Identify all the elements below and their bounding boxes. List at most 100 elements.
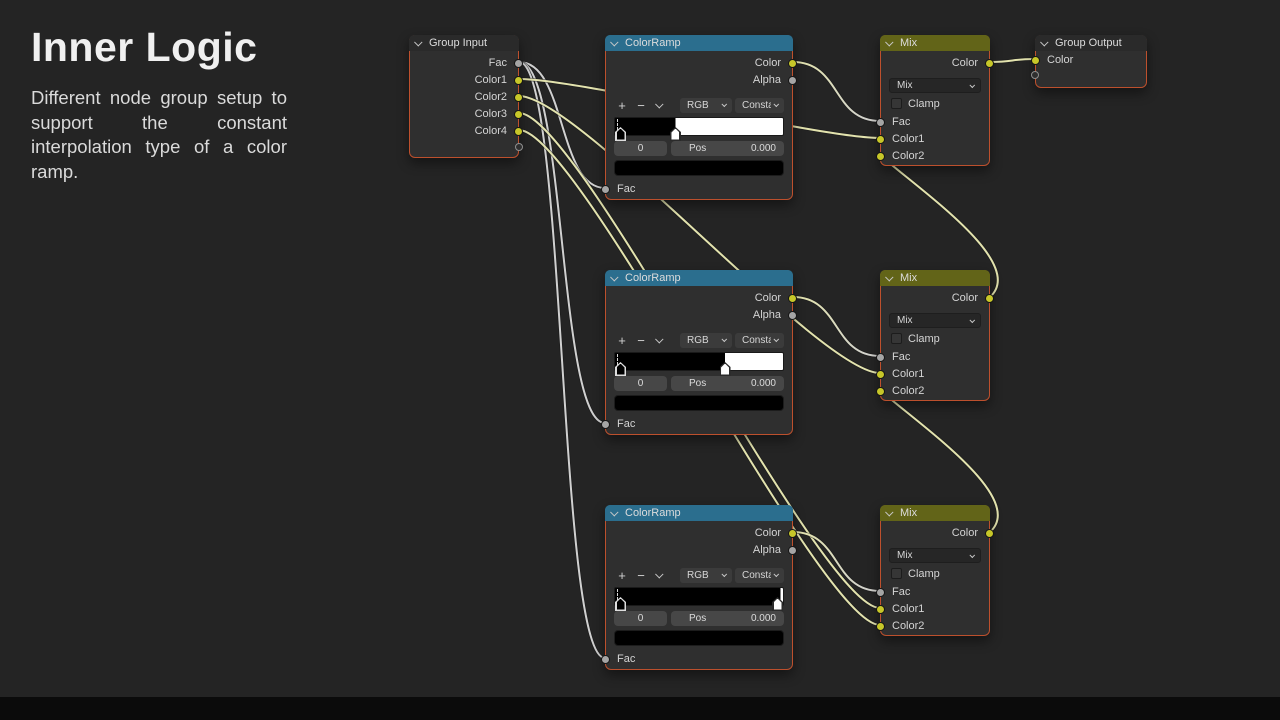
socket-output-color[interactable] [788, 58, 797, 68]
colorramp-header[interactable]: ColorRamp [605, 270, 793, 286]
blend-mode-dropdown[interactable]: Mix [889, 548, 981, 563]
output-label-alpha: Alpha [752, 544, 781, 556]
group-input-node[interactable]: Group Input Fac Color1 Color2 Color3 Col… [409, 35, 523, 158]
color-ramp-gradient[interactable] [614, 587, 784, 611]
collapse-chevron-icon[interactable] [885, 273, 894, 282]
color-mode-dropdown[interactable]: RGB [680, 332, 732, 348]
stop-index-field[interactable]: 0 [614, 376, 667, 391]
clamp-checkbox[interactable] [891, 333, 902, 344]
colorramp-header[interactable]: ColorRamp [605, 505, 793, 521]
add-stop-button[interactable]: + [618, 567, 626, 583]
mix-node-1[interactable]: Mix Color Mix Clamp Fac Color1 Color2 [876, 35, 994, 166]
socket-virtual-output[interactable] [515, 143, 523, 151]
ramp-stop-marker-1[interactable] [719, 362, 731, 376]
socket-input-color1[interactable] [876, 134, 885, 144]
socket-input-fac[interactable] [601, 654, 610, 664]
socket-output-alpha[interactable] [788, 75, 797, 85]
mix-header[interactable]: Mix [880, 35, 990, 51]
collapse-chevron-icon[interactable] [885, 38, 894, 47]
colorramp-node-3[interactable]: ColorRamp Color Alpha + − RGB Consta... … [601, 505, 797, 670]
group-input-header[interactable]: Group Input [409, 35, 519, 51]
clamp-label: Clamp [908, 567, 940, 580]
add-stop-button[interactable]: + [618, 332, 626, 348]
socket-input-color[interactable] [1031, 55, 1040, 65]
ramp-stop-marker-1[interactable] [669, 127, 681, 141]
collapse-chevron-icon[interactable] [610, 508, 619, 517]
interpolation-dropdown[interactable]: Consta... [735, 97, 784, 113]
node-title: Mix [900, 507, 918, 519]
socket-input-fac[interactable] [876, 117, 885, 127]
color-ramp-gradient[interactable] [614, 117, 784, 141]
remove-stop-button[interactable]: − [637, 97, 645, 113]
stop-index-field[interactable]: 0 [614, 141, 667, 156]
stop-position-field[interactable]: Pos 0.000 [671, 141, 784, 156]
socket-output-color4[interactable] [514, 126, 523, 136]
socket-input-fac[interactable] [601, 419, 610, 429]
socket-output-color3[interactable] [514, 109, 523, 119]
colorramp-node-1[interactable]: ColorRamp Color Alpha + − RGB Consta... … [601, 35, 797, 200]
ramp-stop-marker-1[interactable] [772, 597, 783, 611]
socket-output-color[interactable] [985, 58, 994, 68]
interpolation-dropdown[interactable]: Consta... [735, 567, 784, 583]
output-label-color: Color [754, 292, 781, 304]
socket-output-color[interactable] [788, 528, 797, 538]
ramp-tools-dropdown[interactable] [652, 97, 668, 113]
stop-index-field[interactable]: 0 [614, 611, 667, 626]
input-label-fac: Fac [617, 418, 636, 430]
ramp-tools-dropdown[interactable] [652, 332, 668, 348]
collapse-chevron-icon[interactable] [610, 38, 619, 47]
color-mode-dropdown[interactable]: RGB [680, 97, 732, 113]
socket-input-fac[interactable] [601, 184, 610, 194]
mix-header[interactable]: Mix [880, 505, 990, 521]
socket-output-fac[interactable] [514, 58, 523, 68]
input-label-color2: Color2 [892, 150, 925, 162]
colorramp-node-2[interactable]: ColorRamp Color Alpha + − RGB Consta... … [601, 270, 797, 435]
collapse-chevron-icon[interactable] [414, 38, 423, 47]
ramp-tools-dropdown[interactable] [652, 567, 668, 583]
color-mode-dropdown[interactable]: RGB [680, 567, 732, 583]
remove-stop-button[interactable]: − [637, 332, 645, 348]
mix-header[interactable]: Mix [880, 270, 990, 286]
socket-input-fac[interactable] [876, 352, 885, 362]
ramp-stop-marker-0[interactable] [615, 362, 626, 376]
socket-input-color2[interactable] [876, 621, 885, 631]
socket-output-alpha[interactable] [788, 310, 797, 320]
socket-output-alpha[interactable] [788, 545, 797, 555]
socket-input-color1[interactable] [876, 604, 885, 614]
socket-input-color1[interactable] [876, 369, 885, 379]
socket-virtual-input[interactable] [1031, 71, 1039, 79]
socket-input-color2[interactable] [876, 386, 885, 396]
interpolation-dropdown[interactable]: Consta... [735, 332, 784, 348]
remove-stop-button[interactable]: − [637, 567, 645, 583]
collapse-chevron-icon[interactable] [1040, 38, 1049, 47]
mix-node-3[interactable]: Mix Color Mix Clamp Fac Color1 Color2 [876, 505, 994, 636]
collapse-chevron-icon[interactable] [885, 508, 894, 517]
ramp-stop-marker-0[interactable] [615, 127, 626, 141]
socket-output-color[interactable] [788, 293, 797, 303]
collapse-chevron-icon[interactable] [610, 273, 619, 282]
mix-node-2[interactable]: Mix Color Mix Clamp Fac Color1 Color2 [876, 270, 994, 401]
socket-input-fac[interactable] [876, 587, 885, 597]
clamp-checkbox[interactable] [891, 568, 902, 579]
socket-output-color[interactable] [985, 293, 994, 303]
stop-color-swatch[interactable] [614, 160, 784, 176]
blend-mode-dropdown[interactable]: Mix [889, 78, 981, 93]
stop-color-swatch[interactable] [614, 630, 784, 646]
colorramp-header[interactable]: ColorRamp [605, 35, 793, 51]
color-ramp-gradient[interactable] [614, 352, 784, 376]
node-title: ColorRamp [625, 507, 681, 519]
ramp-stop-marker-0[interactable] [615, 597, 626, 611]
group-output-header[interactable]: Group Output [1035, 35, 1147, 51]
input-label-color: Color [1047, 54, 1074, 66]
socket-input-color2[interactable] [876, 151, 885, 161]
stop-position-field[interactable]: Pos 0.000 [671, 611, 784, 626]
stop-color-swatch[interactable] [614, 395, 784, 411]
socket-output-color[interactable] [985, 528, 994, 538]
group-output-node[interactable]: Group Output Color [1031, 35, 1147, 88]
add-stop-button[interactable]: + [618, 97, 626, 113]
stop-position-field[interactable]: Pos 0.000 [671, 376, 784, 391]
socket-output-color2[interactable] [514, 92, 523, 102]
socket-output-color1[interactable] [514, 75, 523, 85]
blend-mode-dropdown[interactable]: Mix [889, 313, 981, 328]
clamp-checkbox[interactable] [891, 98, 902, 109]
